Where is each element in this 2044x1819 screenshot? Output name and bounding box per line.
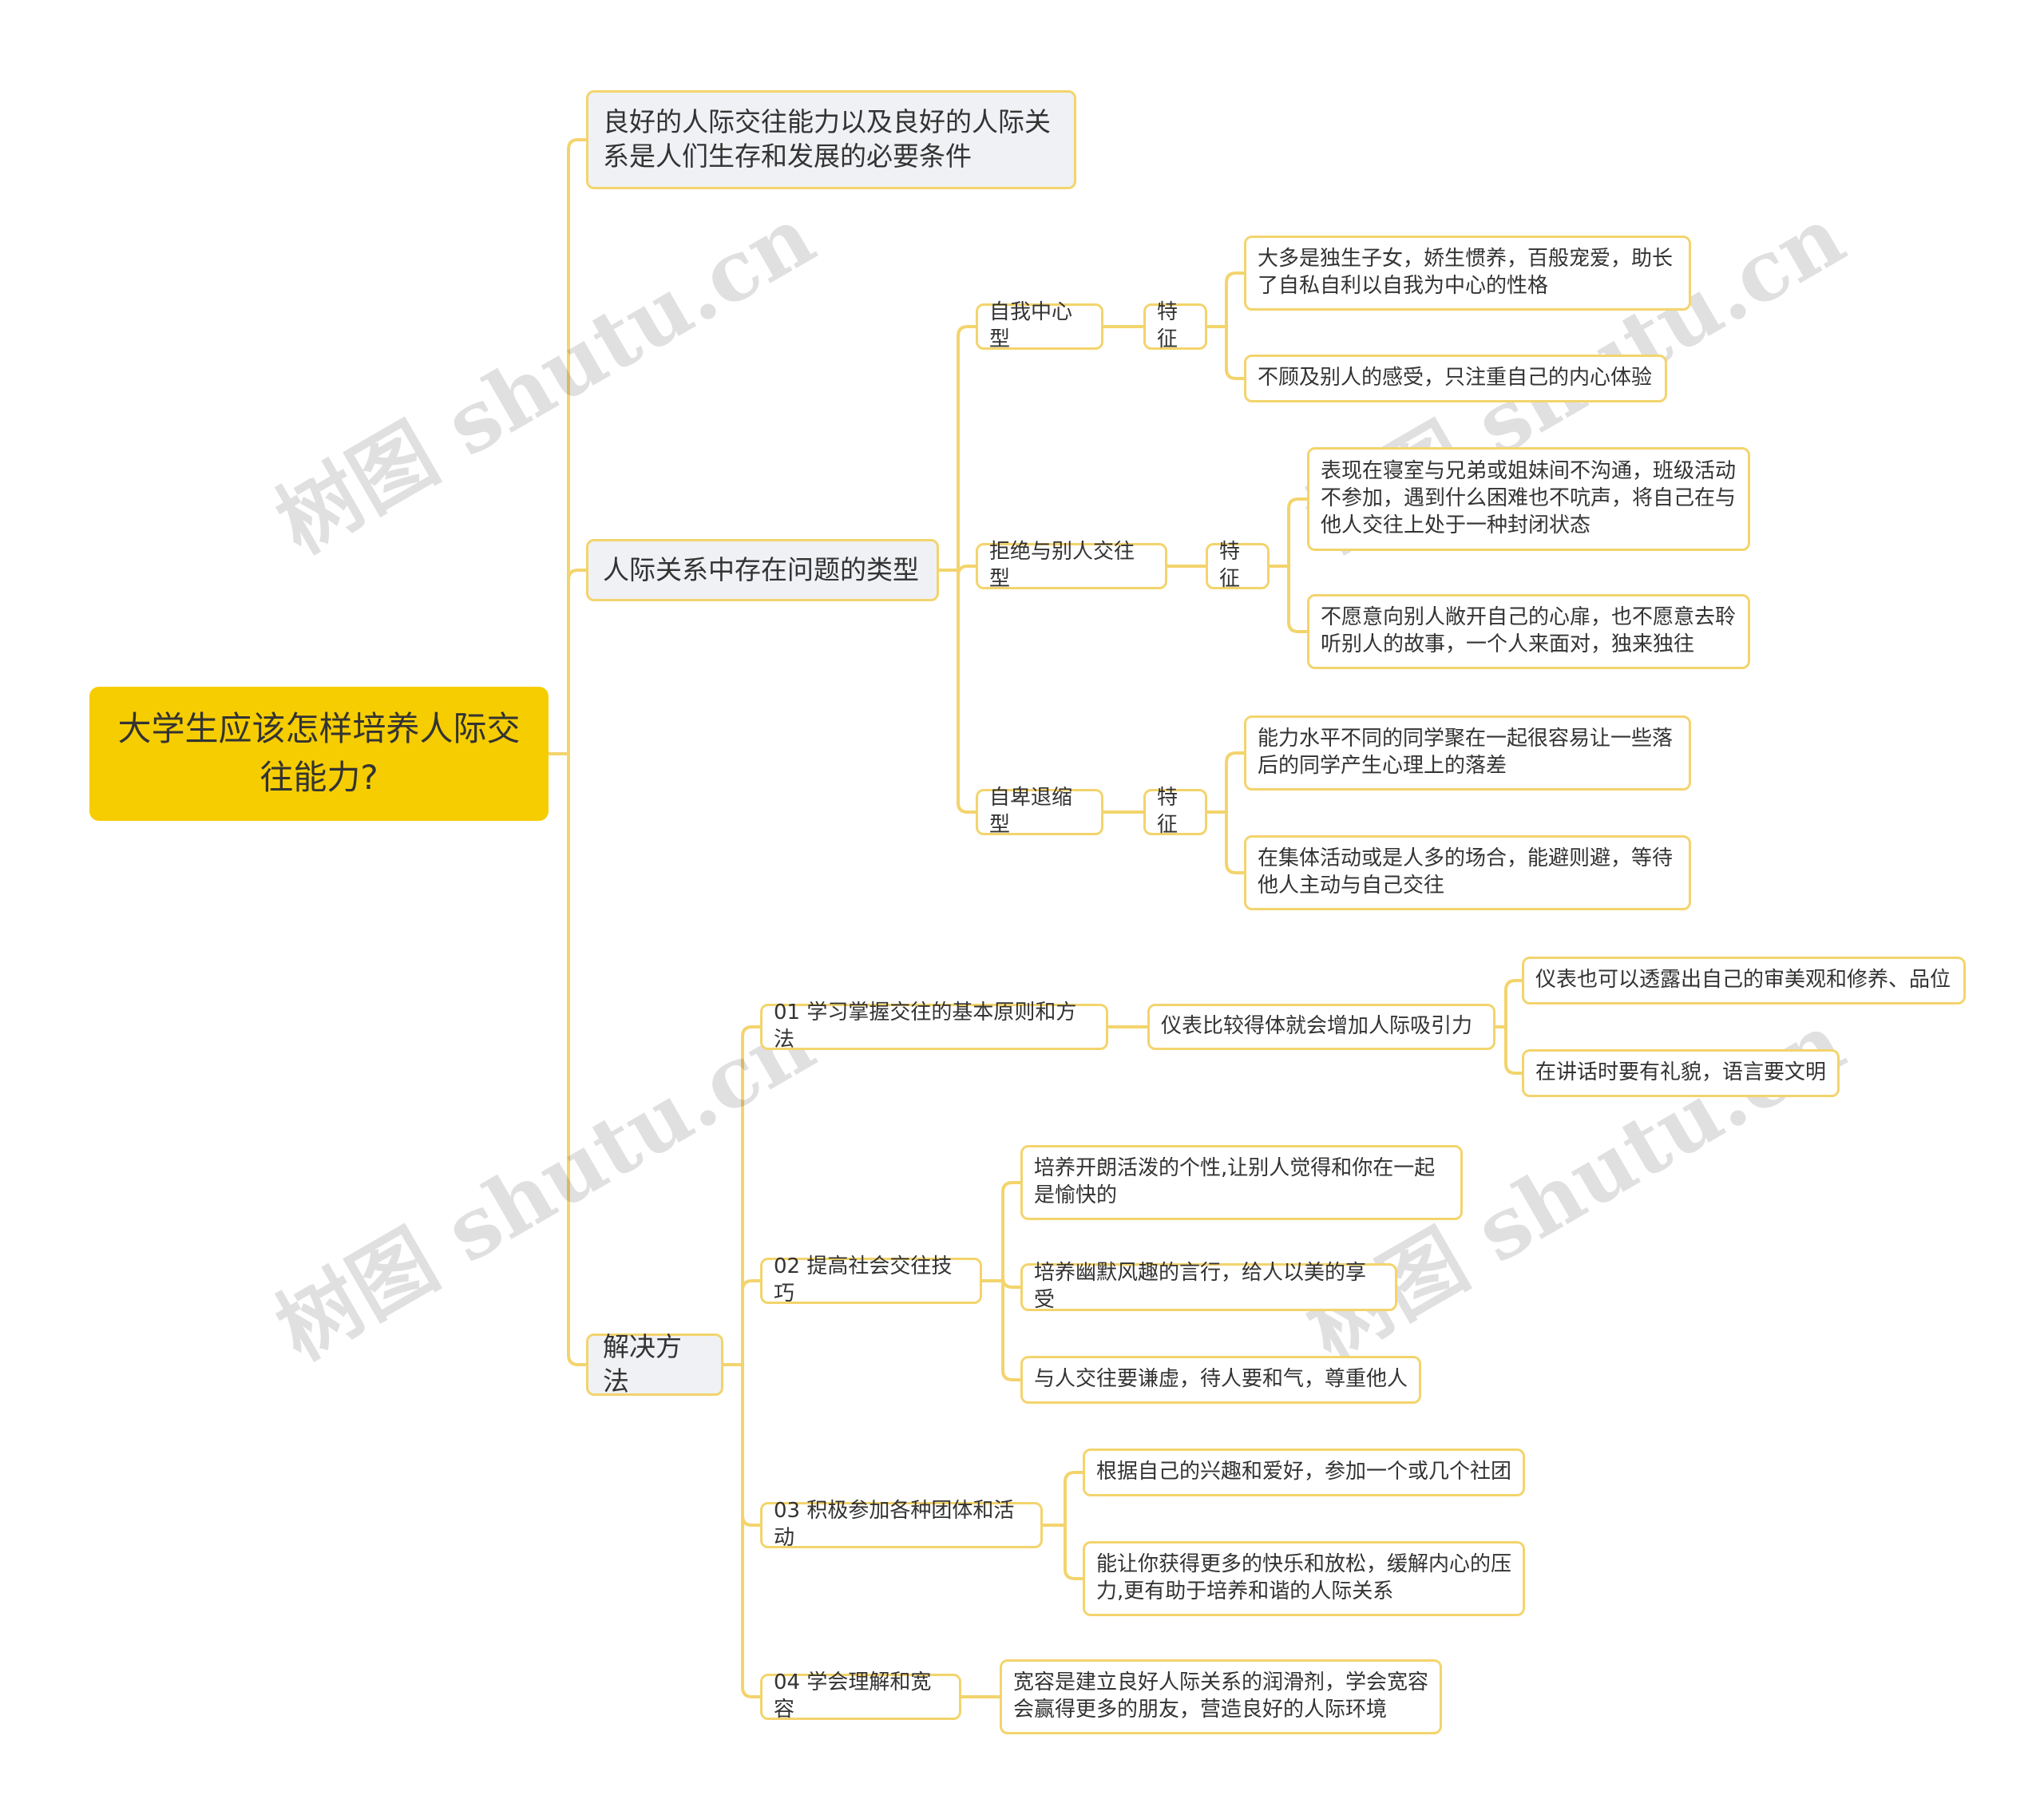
method-03[interactable]: 03 积极参加各种团体和活动	[760, 1499, 1043, 1550]
feature-leaf-connector	[1287, 497, 1309, 568]
feature-label[interactable]: 特征	[1143, 786, 1207, 837]
type-self-centered[interactable]: 自我中心型	[976, 300, 1103, 351]
type-refuse-contact[interactable]: 拒绝与别人交往型	[976, 540, 1167, 591]
branch-solutions[interactable]: 解决方法	[586, 1331, 723, 1397]
feature-leaf-connector	[1225, 271, 1246, 328]
feature-leaf-connector	[1287, 565, 1309, 633]
methods-connector	[741, 1279, 762, 1366]
root-connector	[567, 569, 588, 755]
leaf-item[interactable]: 不愿意向别人敞开自己的心扉，也不愿意去聆听别人的故事，一个人来面对，独来独往	[1307, 594, 1750, 669]
leaf-item[interactable]: 培养幽默风趣的言行，给人以美的享受	[1020, 1261, 1397, 1312]
method-leaf-connector	[1001, 1279, 1022, 1381]
root-connector	[567, 138, 588, 755]
leaf-item[interactable]: 在讲话时要有礼貌，语言要文明	[1522, 1049, 1840, 1097]
method-leaf-connector	[1064, 1471, 1084, 1527]
leaf-item[interactable]: 培养开朗活泼的个性,让别人觉得和你在一起是愉快的	[1020, 1145, 1463, 1220]
types-connector	[957, 325, 977, 572]
leaf-item[interactable]: 根据自己的兴趣和爱好，参加一个或几个社团	[1083, 1448, 1525, 1496]
method-leaf-connector	[1001, 1277, 1022, 1289]
leaf-item[interactable]: 表现在寝室与兄弟或姐妹间不沟通，班级活动不参加，遇到什么困难也不吭声，将自己在与…	[1307, 447, 1750, 551]
method-leaf-connector	[1504, 979, 1523, 1028]
method-leaf-connector	[1504, 1025, 1523, 1075]
branch-problem-types[interactable]: 人际关系中存在问题的类型	[586, 539, 939, 601]
feature-leaf-connector	[1225, 325, 1246, 380]
leaf-item[interactable]: 在集体活动或是人多的场合，能避则避，等待他人主动与自己交往	[1244, 835, 1691, 910]
method-01[interactable]: 01 学习掌握交往的基本原则和方法	[760, 1001, 1108, 1052]
method-leaf-connector	[1064, 1524, 1084, 1580]
types-connector	[957, 565, 977, 577]
type-inferior-withdrawn[interactable]: 自卑退缩型	[976, 786, 1103, 837]
method-leaf-connector	[1001, 1181, 1022, 1282]
methods-connector	[741, 1363, 762, 1527]
leaf-item[interactable]: 宽容是建立良好人际关系的润滑剂，学会宽容会赢得更多的朋友，营造良好的人际环境	[1000, 1659, 1442, 1734]
leaf-item[interactable]: 与人交往要谦虚，待人要和气，尊重他人	[1020, 1356, 1421, 1404]
feature-label[interactable]: 特征	[1206, 540, 1270, 591]
methods-connector	[741, 1363, 762, 1698]
leaf-item[interactable]: 不顾及别人的感受，只注重自己的内心体验	[1244, 355, 1667, 402]
leaf-item[interactable]: 大多是独生子女，娇生惯养，百般宠爱，助长了自私自利以自我为中心的性格	[1244, 236, 1691, 311]
feature-leaf-connector	[1225, 751, 1246, 814]
leaf-item[interactable]: 能让你获得更多的快乐和放松，缓解内心的压力,更有助于培养和谐的人际关系	[1083, 1541, 1525, 1616]
types-connector	[957, 569, 977, 814]
method-02[interactable]: 02 提高社会交往技巧	[760, 1254, 982, 1306]
root-connector	[567, 752, 588, 1366]
method-01-sub[interactable]: 仪表比较得体就会增加人际吸引力	[1147, 1004, 1495, 1050]
feature-leaf-connector	[1225, 810, 1246, 874]
leaf-item[interactable]: 仪表也可以透露出自己的审美观和修养、品位	[1522, 957, 1966, 1005]
method-04[interactable]: 04 学会理解和宽容	[760, 1670, 961, 1722]
root-topic[interactable]: 大学生应该怎样培养人际交往能力?	[89, 687, 549, 821]
leaf-item[interactable]: 能力水平不同的同学聚在一起很容易让一些落后的同学产生心理上的落差	[1244, 715, 1691, 791]
methods-connector	[741, 1025, 762, 1366]
branch-condition[interactable]: 良好的人际交往能力以及良好的人际关系是人们生存和发展的必要条件	[586, 90, 1076, 189]
feature-label[interactable]: 特征	[1143, 300, 1207, 351]
